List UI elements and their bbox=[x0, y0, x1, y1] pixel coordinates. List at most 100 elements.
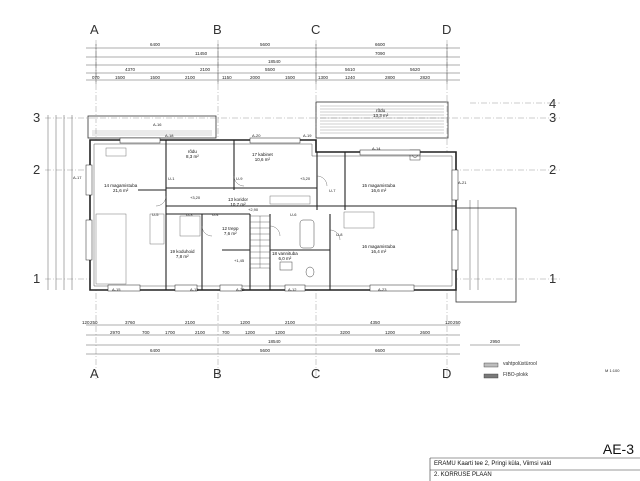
sheet-number: AE-3 bbox=[602, 441, 634, 457]
balcony-top bbox=[315, 101, 449, 139]
legend-label-insulation: vahtpolüstürool bbox=[503, 361, 537, 367]
window-mark-a19: A-19 bbox=[303, 133, 312, 138]
window-mark-a12: A-12 bbox=[288, 287, 297, 292]
room-19-label: 19 koduhoid 7,8 m² bbox=[170, 249, 195, 259]
legend-swatch-block bbox=[483, 373, 499, 379]
room-15-label: 15 magamistuba 16,6 m² bbox=[362, 183, 395, 193]
stair bbox=[249, 215, 271, 269]
balcony-small-name: rõdu bbox=[187, 149, 197, 154]
dim-bot1-6: 2100 bbox=[285, 320, 296, 325]
axis-label-right-2: 2 bbox=[549, 162, 557, 177]
dim-bot1-7: 4350 bbox=[370, 320, 381, 325]
room-17-label: 17 kabinet 10,6 m² bbox=[252, 152, 273, 162]
dim-top2-1: 11450 bbox=[195, 51, 208, 56]
dim-top3-3: 5500 bbox=[265, 67, 276, 72]
room-12-area: 7,6 m² bbox=[223, 231, 237, 236]
axis-label-right-3: 3 bbox=[549, 110, 557, 125]
axis-label-bottom-b: B bbox=[213, 366, 222, 381]
dim-top4-9: 1240 bbox=[345, 75, 356, 80]
dim-bot1-4: 2100 bbox=[185, 320, 196, 325]
room-17-name: 17 kabinet bbox=[252, 152, 273, 157]
right-terrace bbox=[455, 207, 517, 303]
dim-top3-4: 5610 bbox=[345, 67, 356, 72]
room-19-area: 7,8 m² bbox=[175, 254, 189, 259]
room-14-area: 21,6 m² bbox=[113, 188, 129, 193]
legend-swatch-insulation bbox=[483, 362, 499, 368]
dim-bottom-total: 18540 bbox=[268, 339, 281, 344]
axis-label-right-1: 1 bbox=[549, 271, 557, 286]
door-mark-u5: U-5 bbox=[152, 212, 159, 217]
window-mark-a21: A-21 bbox=[458, 180, 467, 185]
dim-bot2-6: 1200 bbox=[245, 330, 256, 335]
axis-label-top-c: C bbox=[311, 22, 321, 37]
axis-label-bottom-c: C bbox=[311, 366, 321, 381]
axis-label-top-b: B bbox=[213, 22, 222, 37]
room-17-area: 10,6 m² bbox=[254, 157, 271, 162]
room-16-name: 16 magamistuba bbox=[362, 244, 396, 249]
dim-bot2-8: 3200 bbox=[340, 330, 351, 335]
room-16-label: 16 magamistuba 16,4 m² bbox=[362, 244, 395, 254]
dim-top4-6: 2000 bbox=[250, 75, 261, 80]
window-mark-a14: A-14 bbox=[372, 146, 381, 151]
dim-bot2-3: 1700 bbox=[165, 330, 176, 335]
room-15-name: 15 magamistuba bbox=[362, 183, 396, 188]
dim-bot2-10: 2600 bbox=[420, 330, 431, 335]
title-block-frame bbox=[429, 457, 640, 481]
dim-top4-3: 1500 bbox=[150, 75, 161, 80]
dim-top4-8: 1300 bbox=[318, 75, 329, 80]
window-mark-a17: A-17 bbox=[73, 175, 82, 180]
dimension-lines-left bbox=[47, 115, 479, 290]
exterior-walls bbox=[89, 139, 457, 291]
axis-label-bottom-d: D bbox=[442, 366, 452, 381]
window-mark-a20: A-20 bbox=[252, 133, 261, 138]
built-ins bbox=[95, 147, 375, 285]
balcony-large-area: 13,3 m² bbox=[373, 113, 389, 118]
dim-bot3-3: 6600 bbox=[375, 348, 386, 353]
dim-top-2: 5600 bbox=[260, 42, 271, 47]
axis-label-right-4: 4 bbox=[549, 96, 557, 111]
dim-bot1-3: 3760 bbox=[125, 320, 136, 325]
room-12-label: 12 trepp 7,6 m² bbox=[222, 226, 239, 236]
dim-bot2-7: 1200 bbox=[275, 330, 286, 335]
dim-top4-11: 2820 bbox=[420, 75, 431, 80]
project-title: ERAMU Kaarti tee 2, Pringi küla, Viimsi … bbox=[434, 461, 552, 467]
dim-bot1-9: 250 bbox=[453, 320, 461, 325]
dim-top3-1: 4370 bbox=[125, 67, 136, 72]
dim-top2-2: 7090 bbox=[375, 51, 386, 56]
door-mark-u9: U-9 bbox=[236, 176, 243, 181]
door-mark-u8: U-8 bbox=[336, 232, 343, 237]
dim-bot2-9: 1200 bbox=[385, 330, 396, 335]
dim-top3-2: 2100 bbox=[200, 67, 211, 72]
dim-bot3-1: 6400 bbox=[150, 348, 161, 353]
dim-top4-2: 1500 bbox=[115, 75, 126, 80]
room-13-label: 13 koridor 10,7 m² bbox=[228, 197, 248, 207]
balcony-large-label: rõdu 13,3 m² bbox=[373, 108, 388, 118]
room-12-name: 12 trepp bbox=[222, 226, 239, 231]
windows bbox=[85, 137, 459, 292]
dimension-lines-top bbox=[86, 44, 460, 84]
dim-top-3: 6600 bbox=[375, 42, 386, 47]
balcony-small-label: rõdu 8,3 m² bbox=[186, 149, 199, 159]
dim-top4-10: 2800 bbox=[385, 75, 396, 80]
dim-top4-1: 070 bbox=[92, 75, 100, 80]
dim-right-extra: 2950 bbox=[490, 339, 501, 344]
room-14-name: 14 magamistuba bbox=[104, 183, 138, 188]
dim-top-total: 18540 bbox=[268, 59, 281, 64]
room-14-label: 14 magamistuba 21,6 m² bbox=[104, 183, 137, 193]
dimension-lines-bottom bbox=[86, 324, 520, 355]
room-18-name: 18 vannituba bbox=[272, 251, 298, 256]
room-16-area: 16,4 m² bbox=[371, 249, 387, 254]
room-13-area: 10,7 m² bbox=[230, 202, 246, 207]
door-mark-u7: U-7 bbox=[329, 188, 336, 193]
axis-label-top-d: D bbox=[442, 22, 452, 37]
drawing-scale: M 1:100 bbox=[605, 368, 620, 373]
door-swings bbox=[155, 175, 341, 241]
room-18-area: 6,0 m² bbox=[278, 256, 292, 261]
dim-top3-5: 5620 bbox=[410, 67, 421, 72]
axis-label-bottom-a: A bbox=[90, 366, 99, 381]
axis-label-left-1: 1 bbox=[33, 271, 41, 286]
dim-bot1-2: 250 bbox=[90, 320, 98, 325]
dim-bot2-2: 700 bbox=[142, 330, 150, 335]
dim-top-1: 6400 bbox=[150, 42, 161, 47]
axis-label-left-2: 2 bbox=[33, 162, 41, 177]
